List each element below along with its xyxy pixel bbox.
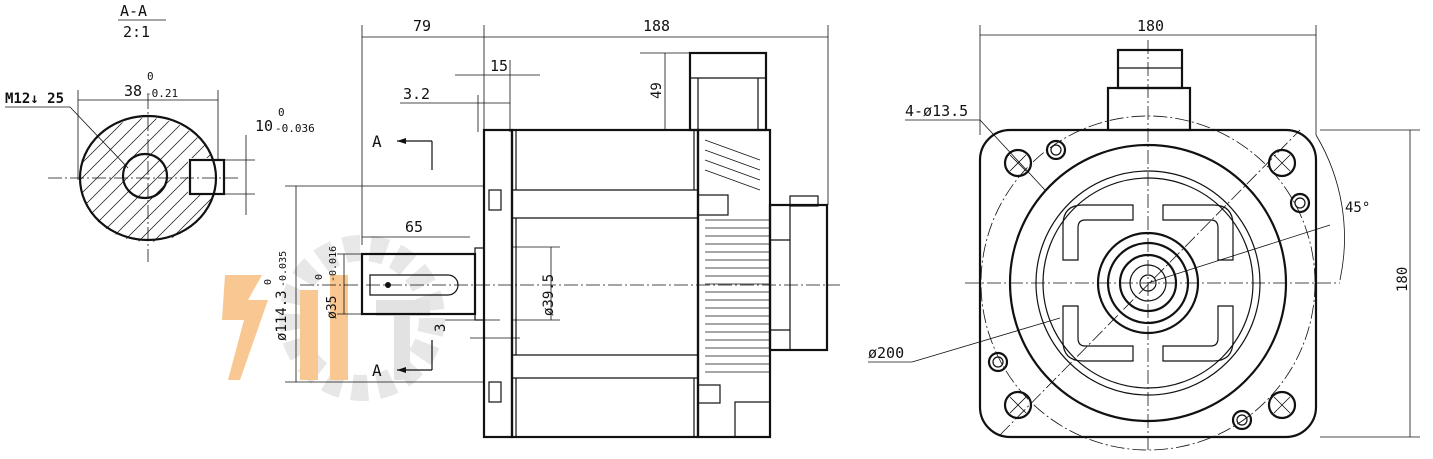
section-a-a: A-A 2:1 M12↓ 25: [5, 2, 315, 262]
key-tol-lower: -0.036: [275, 122, 315, 135]
dim-180-top: 180: [1137, 17, 1164, 35]
section-thread-hole: [121, 152, 169, 200]
section-title: A-A: [120, 2, 147, 20]
width-label: 38: [124, 82, 142, 100]
dim-15: 15: [490, 57, 508, 75]
dia-114-tol-upper: 0: [263, 279, 274, 285]
mounting-holes: [987, 139, 1311, 431]
holes-label: 4-ø13.5: [905, 102, 968, 120]
dia-39-5: ø39.5: [541, 274, 557, 316]
shaft: [360, 252, 477, 316]
dim-49: 49: [649, 82, 665, 99]
dim-188: 188: [643, 17, 670, 35]
front-view: 180 180: [868, 17, 1420, 451]
dim-3: 3: [433, 324, 449, 332]
dia-114: ø114.3: [274, 290, 290, 341]
section-keyway: [188, 158, 226, 196]
dim-180-side: 180: [1395, 267, 1411, 292]
side-view: 79 188 15 3.2 49 A A: [263, 17, 840, 439]
section-mark-top: A: [372, 132, 382, 151]
dia-114-tol-lower: -0.035: [278, 251, 289, 287]
motor-body: [510, 128, 700, 439]
watermark-gear: [279, 235, 445, 401]
watermark-glyph-left: [222, 275, 268, 380]
dim-3-2: 3.2: [403, 85, 430, 103]
thread-label: M12↓ 25: [5, 91, 64, 107]
watermark-logo: [222, 235, 445, 401]
side-connector: [768, 203, 829, 352]
section-mark-bottom: A: [372, 361, 382, 380]
key-label: 10: [255, 117, 273, 135]
width-tol-upper: 0: [147, 70, 154, 83]
width-tol-lower: -0.21: [145, 87, 178, 100]
dim-79: 79: [413, 17, 431, 35]
dia-35-tol-upper: 0: [314, 274, 325, 280]
section-scale: 2:1: [123, 23, 150, 41]
dia-35: ø35: [325, 296, 340, 319]
watermark-glyph-mid: [300, 275, 348, 380]
top-connector: [688, 51, 768, 132]
dim-65: 65: [405, 218, 423, 236]
angle-label: 45°: [1345, 200, 1370, 216]
flange: [482, 128, 514, 439]
dia-200-label: ø200: [868, 344, 904, 362]
watermark-glyph-right: [376, 300, 430, 380]
dia-35-tol-lower: -0.016: [328, 246, 339, 282]
key-tol-upper: 0: [278, 106, 285, 119]
